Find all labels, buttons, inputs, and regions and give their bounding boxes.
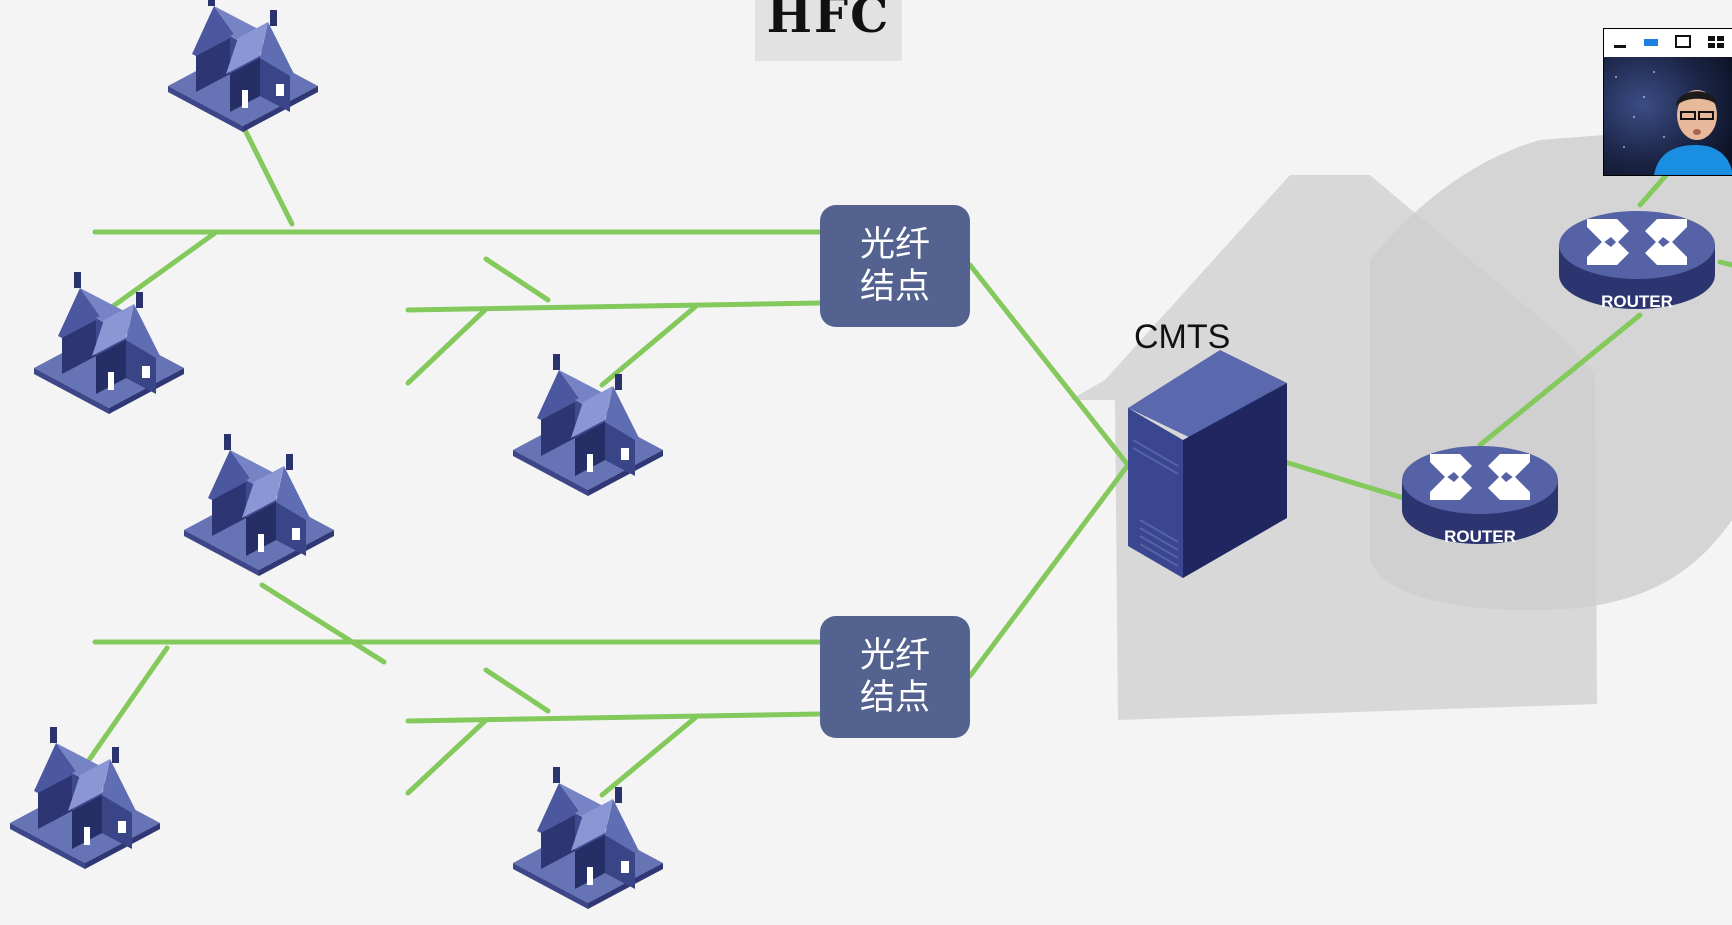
fiber-node-label-line2: 结点: [859, 267, 930, 307]
house-icon: [513, 767, 663, 909]
slide-title: HFC: [766, 0, 891, 44]
cmts-label: CMTS: [1134, 318, 1231, 356]
webcam-toolbar: [1604, 29, 1732, 57]
house-icon: [184, 434, 334, 576]
webcam-overlay[interactable]: [1603, 28, 1732, 176]
fiber-node-lower: 光纤 结点: [820, 616, 970, 738]
fiber-node-upper: 光纤 结点: [820, 205, 970, 327]
speaker-view-icon[interactable]: [1643, 34, 1658, 53]
house-icon: [513, 354, 663, 496]
router-icon: ROUTER: [1559, 211, 1715, 311]
server-icon: [1128, 350, 1287, 578]
house-icon: [34, 272, 184, 414]
router-label: ROUTER: [1444, 527, 1516, 546]
fiber-node-label-line1: 光纤: [859, 636, 930, 676]
house-icon: [10, 727, 160, 869]
webcam-video: [1604, 57, 1732, 175]
gallery-view-icon[interactable]: [1708, 34, 1725, 53]
fullscreen-icon[interactable]: [1675, 34, 1692, 53]
router-label: ROUTER: [1601, 292, 1673, 311]
minimize-icon[interactable]: [1613, 34, 1627, 53]
fiber-node-label-line1: 光纤: [859, 225, 930, 265]
fiber-node-label-line2: 结点: [859, 678, 930, 718]
house-icon: [168, 0, 318, 132]
cloud-shape: [1370, 125, 1732, 610]
router-icon: ROUTER: [1402, 446, 1558, 546]
title-box: HFC: [755, 0, 902, 61]
